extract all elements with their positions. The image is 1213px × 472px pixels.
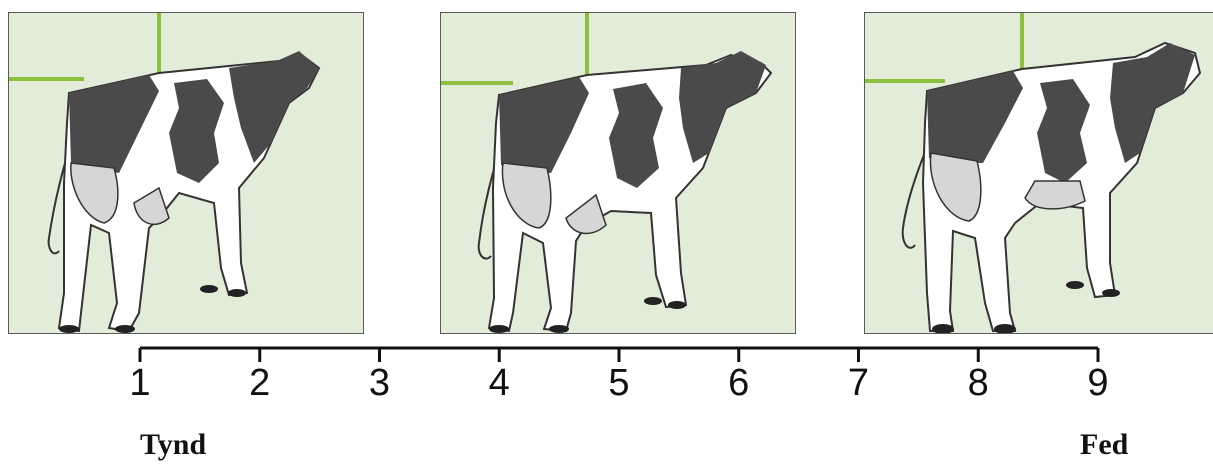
scale-tick-label-6: 6 <box>728 362 750 404</box>
scale-tick-label-5: 5 <box>608 362 630 404</box>
fat-label: Fed <box>1080 428 1129 461</box>
scale-tick-label-8: 8 <box>967 362 989 404</box>
scale-tick-label-3: 3 <box>368 362 391 404</box>
scale-tick-marks <box>138 348 1100 362</box>
scale-tick-label-7: 7 <box>847 362 870 404</box>
cow-illustration-medium <box>441 13 773 333</box>
scale-tick-label-9: 9 <box>1087 362 1109 404</box>
scale-tick-label-4: 4 <box>488 362 510 404</box>
cow-illustration-thin <box>9 13 321 333</box>
scale-tick-label-1: 1 <box>129 362 151 404</box>
cow-panel-fat <box>864 12 1213 334</box>
cow-panel-medium <box>440 12 796 334</box>
scale-tick-label-2: 2 <box>249 362 271 404</box>
cow-panel-thin <box>8 12 364 334</box>
thin-label: Tynd <box>140 428 207 461</box>
cow-illustration-fat <box>865 13 1202 333</box>
